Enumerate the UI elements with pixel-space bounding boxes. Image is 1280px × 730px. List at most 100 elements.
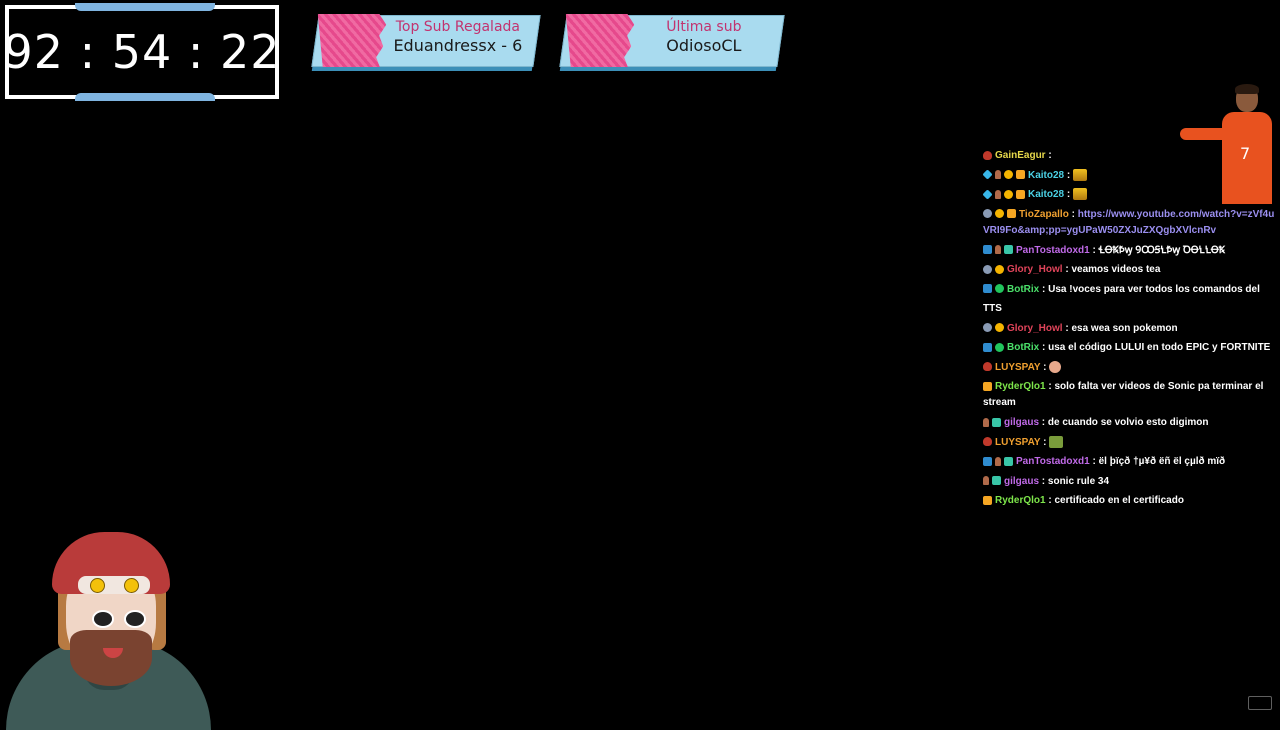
chat-text: solo falta ver videos de Sonic pa termin… xyxy=(983,381,1264,408)
grey-badge-icon xyxy=(983,209,992,219)
chat-text: Usa !voces para ver todos los comandos d… xyxy=(983,283,1260,315)
chat-separator: : xyxy=(1045,381,1055,392)
avatar-eye xyxy=(124,610,146,628)
chat-emote-icon xyxy=(1073,188,1088,201)
chat-username: BotRix xyxy=(1007,283,1040,295)
banner-label: Última sub xyxy=(666,19,742,35)
timer-accent-bottom xyxy=(75,93,215,101)
crown-badge-icon xyxy=(1016,170,1025,180)
avatar-eye xyxy=(92,610,114,628)
person-badge-icon xyxy=(983,417,989,427)
chat-message: LUYSPAY : xyxy=(983,358,1279,378)
person-badge-icon xyxy=(983,476,989,486)
chat-separator: : xyxy=(1045,150,1052,161)
chat-separator: : xyxy=(1039,283,1049,295)
chat-separator: : xyxy=(1064,169,1074,181)
chat-message: PanTostadoxd1 : ꞭꝊꝄꝤꝡ ꝮꝎꞨꝆꝤꝡ ꝹꝊꝆꝆꝊꝄ xyxy=(983,241,1279,261)
avatar-beard xyxy=(70,630,152,686)
chat-text: certificado en el certificado xyxy=(1054,495,1184,506)
vtuber-avatar xyxy=(0,530,220,730)
chat-message: Kaito28 : xyxy=(982,185,1279,205)
player-hair xyxy=(1235,84,1259,94)
coin-badge-icon xyxy=(995,209,1004,219)
person-badge-icon xyxy=(995,189,1001,199)
teal-badge-icon xyxy=(1004,456,1013,466)
chat-message: BotRix : Usa !voces para ver todos los c… xyxy=(983,280,1279,319)
avatar-mouth xyxy=(103,648,123,658)
banner-label: Top Sub Regalada xyxy=(395,19,521,35)
chat-message: TioZapallo : https://www.youtube.com/wat… xyxy=(983,205,1279,241)
blue-badge-icon xyxy=(983,284,992,294)
banner-pink-tab xyxy=(558,14,636,68)
chat-separator: : xyxy=(1089,456,1099,467)
chat-message: Glory_Howl : esa wea son pokemon xyxy=(983,319,1279,339)
chat-separator: : xyxy=(1040,436,1050,448)
check-badge-icon xyxy=(995,342,1004,352)
avatar-beanie-band xyxy=(78,576,150,594)
chat-message: gilgaus : sonic rule 34 xyxy=(983,472,1279,492)
grey-badge-icon xyxy=(983,264,992,274)
stream-timer: 92 : 54 : 22 xyxy=(3,3,280,101)
latest-sub-banner: Última sub OdiosoCL xyxy=(558,14,785,71)
chat-separator: : xyxy=(1039,342,1049,353)
banner-value: OdiosoCL xyxy=(666,36,742,55)
teal-badge-icon xyxy=(992,417,1001,427)
chat-username: PanTostadoxd1 xyxy=(1016,456,1090,467)
chat-message: Kaito28 : xyxy=(982,166,1279,186)
jersey-number: 7 xyxy=(1240,144,1251,163)
chat-text: veamos videos tea xyxy=(1071,264,1161,275)
blue-badge-icon xyxy=(983,342,992,352)
crown-badge-icon xyxy=(983,381,992,391)
chat-username: TioZapallo xyxy=(1019,208,1069,220)
chat-text: ꞭꝊꝄꝤꝡ ꝮꝎꞨꝆꝤꝡ ꝹꝊꝆꝆꝊꝄ xyxy=(1098,244,1225,256)
chat-text: usa el código LULUI en todo EPIC y FORTN… xyxy=(1048,342,1271,353)
chat-username: PanTostadoxd1 xyxy=(1016,244,1090,256)
crown-badge-icon xyxy=(1007,209,1016,219)
player-torso xyxy=(1222,112,1272,204)
shield-badge-icon xyxy=(983,437,992,447)
chat-username: RyderQlo1 xyxy=(995,495,1046,506)
watermark-icon xyxy=(1248,696,1272,710)
chat-emote-icon xyxy=(1073,168,1088,181)
chat-emote-icon xyxy=(1049,435,1064,448)
banner-value: Eduandressx - 6 xyxy=(393,36,523,55)
check-badge-icon xyxy=(995,284,1004,294)
avatar-pin xyxy=(124,578,139,593)
chat-message: RyderQlo1 : solo falta ver videos de Son… xyxy=(983,377,1279,413)
coin-badge-icon xyxy=(1004,189,1013,199)
chat-text: esa wea son pokemon xyxy=(1071,322,1178,334)
person-badge-icon xyxy=(995,456,1001,466)
gem-badge-icon xyxy=(982,169,993,180)
chat-message: Glory_Howl : veamos videos tea xyxy=(983,260,1279,280)
chat-separator: : xyxy=(1068,208,1078,220)
blue-badge-icon xyxy=(983,456,992,466)
player-arm xyxy=(1180,128,1230,140)
person-badge-icon xyxy=(995,245,1001,255)
chat-username: Glory_Howl xyxy=(1007,264,1063,275)
chat-username: Glory_Howl xyxy=(1007,322,1063,334)
banner-pink-tab xyxy=(310,14,388,68)
shield-badge-icon xyxy=(983,150,992,160)
crown-badge-icon xyxy=(983,495,992,505)
chat-separator: : xyxy=(1045,495,1055,506)
teal-badge-icon xyxy=(992,476,1001,486)
blue-badge-icon xyxy=(983,245,992,255)
chat-username: BotRix xyxy=(1007,342,1040,353)
chat-separator: : xyxy=(1040,361,1050,373)
chat-separator: : xyxy=(1064,189,1074,200)
chat-text: sonic rule 34 xyxy=(1047,475,1110,487)
banner-shadow xyxy=(311,67,533,71)
chat-separator: : xyxy=(1039,417,1048,428)
chat-username: gilgaus xyxy=(1004,417,1040,428)
gem-badge-icon xyxy=(982,189,993,200)
coin-badge-icon xyxy=(995,264,1004,274)
chat-message: LUYSPAY : xyxy=(983,433,1279,453)
chat-message: GainEagur : xyxy=(983,146,1279,166)
chat-link[interactable]: https://www.youtube.com/watch?v=zVf4uVRI… xyxy=(983,208,1275,236)
teal-badge-icon xyxy=(1004,245,1013,255)
chat-username: Kaito28 xyxy=(1028,189,1065,200)
chat-username: LUYSPAY xyxy=(995,436,1041,448)
coin-badge-icon xyxy=(995,323,1004,333)
chat-separator: : xyxy=(1039,475,1048,487)
grey-badge-icon xyxy=(983,323,992,333)
